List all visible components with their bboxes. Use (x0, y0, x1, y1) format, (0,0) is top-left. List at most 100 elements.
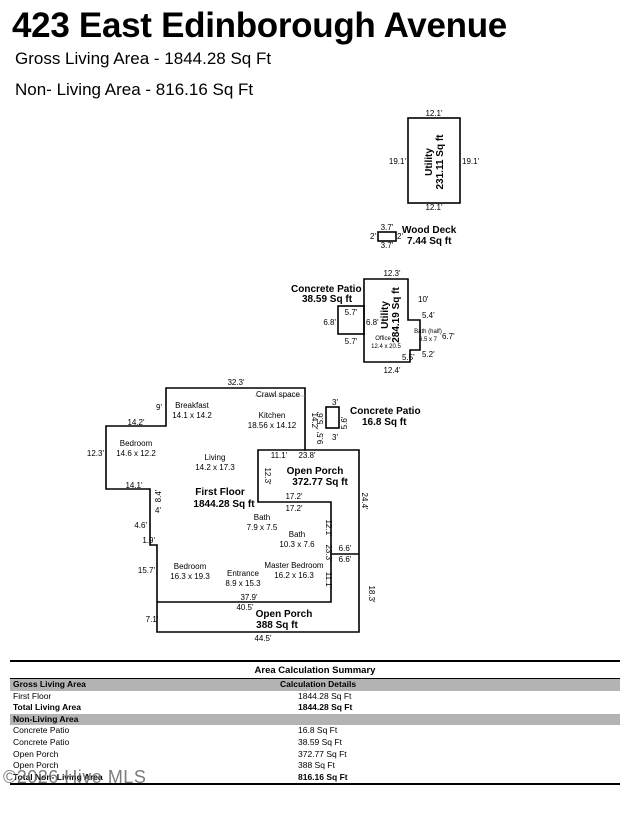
master-bedroom-label: Master Bedroom (264, 561, 323, 570)
bedroom2-label: Bedroom (174, 562, 207, 571)
table-row: Concrete Patio 38.59 Sq Ft (10, 737, 620, 749)
dim-44-5: 44.5' (254, 634, 272, 643)
wood-deck-outline (377, 231, 397, 242)
gla-header: Gross Living Area (13, 679, 86, 689)
dim-23-3: 23.3' (324, 544, 333, 562)
bedroom1-label: Bedroom (120, 439, 153, 448)
utility-mid-dim-top: 12.3' (383, 269, 401, 278)
entrance-label: Entrance (227, 569, 260, 578)
row-label: Open Porch (13, 760, 59, 771)
open-porch-b-label: Open Porch (256, 609, 313, 620)
utility-top-area: 231.11 Sq ft (435, 134, 446, 190)
bath1-label: Bath (254, 513, 270, 522)
dim-24-4: 24.4' (360, 492, 369, 510)
dim-7-1: 7.1' (146, 615, 159, 624)
dim-4: 4' (155, 506, 161, 515)
row-label: Open Porch (13, 748, 59, 759)
row-value: 1844.28 Sq Ft (298, 690, 352, 701)
dim-6-6-b: 6.6' (339, 555, 352, 564)
dim-14-1: 14.1' (125, 481, 143, 490)
nla-header-row: Non-Living Area (10, 713, 620, 726)
wood-deck-label: Wood Deck (402, 225, 457, 236)
dim-37-9: 37.9' (240, 593, 258, 602)
open-porch-a-area: 372.77 Sq ft (292, 477, 348, 488)
wood-deck-dim-top: 3.7' (381, 223, 394, 232)
crawl-space-label: Crawl space (256, 390, 301, 399)
office-size: 12.4 x 20.5 (371, 344, 401, 350)
watermark: ©2026 Hive MLS (3, 767, 147, 787)
dim-12-3-a: 12.3' (87, 449, 105, 458)
open-porch-a-outline (257, 449, 359, 555)
non-living-area-subtitle: Non- Living Area - 816.16 Sq Ft (15, 80, 254, 99)
summary-title: Area Calculation Summary (10, 660, 620, 679)
first-floor-label: First Floor (195, 487, 245, 498)
bedroom2-size: 16.3 x 19.3 (170, 572, 210, 581)
concrete-patio-b-dim-bottom: 3' (332, 433, 338, 442)
utility-mid-dim-5-5: 5.5' (402, 353, 415, 362)
dim-14-2-b: 14.2' (310, 412, 319, 430)
dim-12-1: 12.1' (324, 519, 333, 537)
total-label: Total Living Area (13, 702, 82, 713)
concrete-patio-a-area: 38.59 Sq ft (302, 294, 353, 305)
total-label: Total Non- Living Area (13, 771, 103, 782)
bath2-size: 10.3 x 7.6 (279, 540, 315, 549)
utility-top-dim-right: 19.1' (462, 157, 480, 166)
utility-top-dim-top: 12.1' (425, 109, 443, 118)
open-porch-b-area: 388 Sq ft (256, 620, 298, 631)
floor-plan-sketch: 12.1' 19.1' 19.1' 12.1' Utility 231.11 S… (87, 109, 480, 643)
row-label: Concrete Patio (13, 736, 70, 747)
concrete-patio-a-dim-right: 6.8' (366, 318, 379, 327)
table-row: Concrete Patio 16.8 Sq Ft (10, 725, 620, 737)
dim-15-7: 15.7' (138, 566, 156, 575)
concrete-patio-b-dim-top: 3' (332, 398, 338, 407)
utility-top-dim-bottom: 12.1' (425, 203, 443, 212)
open-porch-b-outline (157, 554, 332, 603)
concrete-patio-a-dim-bottom: 5.7' (345, 337, 358, 346)
row-value: 16.8 Sq Ft (298, 725, 338, 736)
dim-17-2-b: 17.2' (285, 504, 303, 513)
living-label: Living (205, 453, 226, 462)
bath-half-size: 6.5 x 7 (419, 337, 438, 343)
gla-header-row: Gross Living Area Calculation Details (10, 679, 620, 691)
open-porch-a-label: Open Porch (287, 466, 344, 477)
concrete-patio-b-dim-right: 5.6' (340, 416, 349, 429)
wood-deck-area: 7.44 Sq ft (407, 236, 452, 247)
bedroom1-size: 14.6 x 12.2 (116, 449, 156, 458)
dim-9-5: 9.5' (316, 431, 325, 444)
utility-mid-dim-10: 10' (418, 295, 429, 304)
utility-top-dim-left: 19.1' (389, 157, 407, 166)
dim-40-5: 40.5' (236, 603, 254, 612)
kitchen-size: 18.56 x 14.12 (248, 421, 297, 430)
nla-header: Non-Living Area (13, 713, 79, 724)
total-value: 1844.28 Sq Ft (298, 702, 353, 713)
office-label: Office (375, 336, 391, 342)
dim-23-8: 23.8' (298, 451, 316, 460)
wood-deck-dim-right: 2' (397, 232, 403, 241)
utility-mid-dim-5-4: 5.4' (422, 311, 435, 320)
dim-32-3: 32.3' (227, 378, 245, 387)
dim-8-4: 8.4' (154, 489, 163, 502)
nla-total-row: Total Non- Living Area 816.16 Sq Ft (10, 772, 620, 786)
concrete-patio-b-label: Concrete Patio (350, 406, 421, 417)
total-value: 816.16 Sq Ft (298, 771, 348, 782)
dim-1-9: 1.9' (142, 536, 155, 545)
entrance-size: 8.9 x 15.3 (225, 579, 261, 588)
row-label: Concrete Patio (13, 725, 70, 736)
calc-details-header: Calculation Details (280, 679, 357, 689)
page-title: 423 East Edinborough Avenue (12, 6, 507, 45)
utility-mid-dim-6-7: 6.7' (442, 332, 455, 341)
wood-deck-dim-bottom: 3.7' (381, 241, 394, 250)
concrete-patio-b-outline (325, 406, 340, 429)
utility-mid-area: 284.19 Sq ft (391, 287, 402, 343)
breakfast-size: 14.1 x 14.2 (172, 411, 212, 420)
dim-18-3: 18.3' (367, 585, 376, 603)
row-value: 388 Sq Ft (298, 760, 335, 771)
dim-17-2-a: 17.2' (285, 492, 303, 501)
utility-mid-outline (363, 278, 421, 363)
row-value: 38.59 Sq Ft (298, 736, 342, 747)
dim-4-6: 4.6' (134, 521, 147, 530)
utility-mid-label: Utility (380, 301, 391, 329)
concrete-patio-a-label: Concrete Patio (291, 284, 362, 295)
dim-9: 9' (156, 403, 162, 412)
concrete-patio-b-area: 16.8 Sq ft (362, 417, 407, 428)
